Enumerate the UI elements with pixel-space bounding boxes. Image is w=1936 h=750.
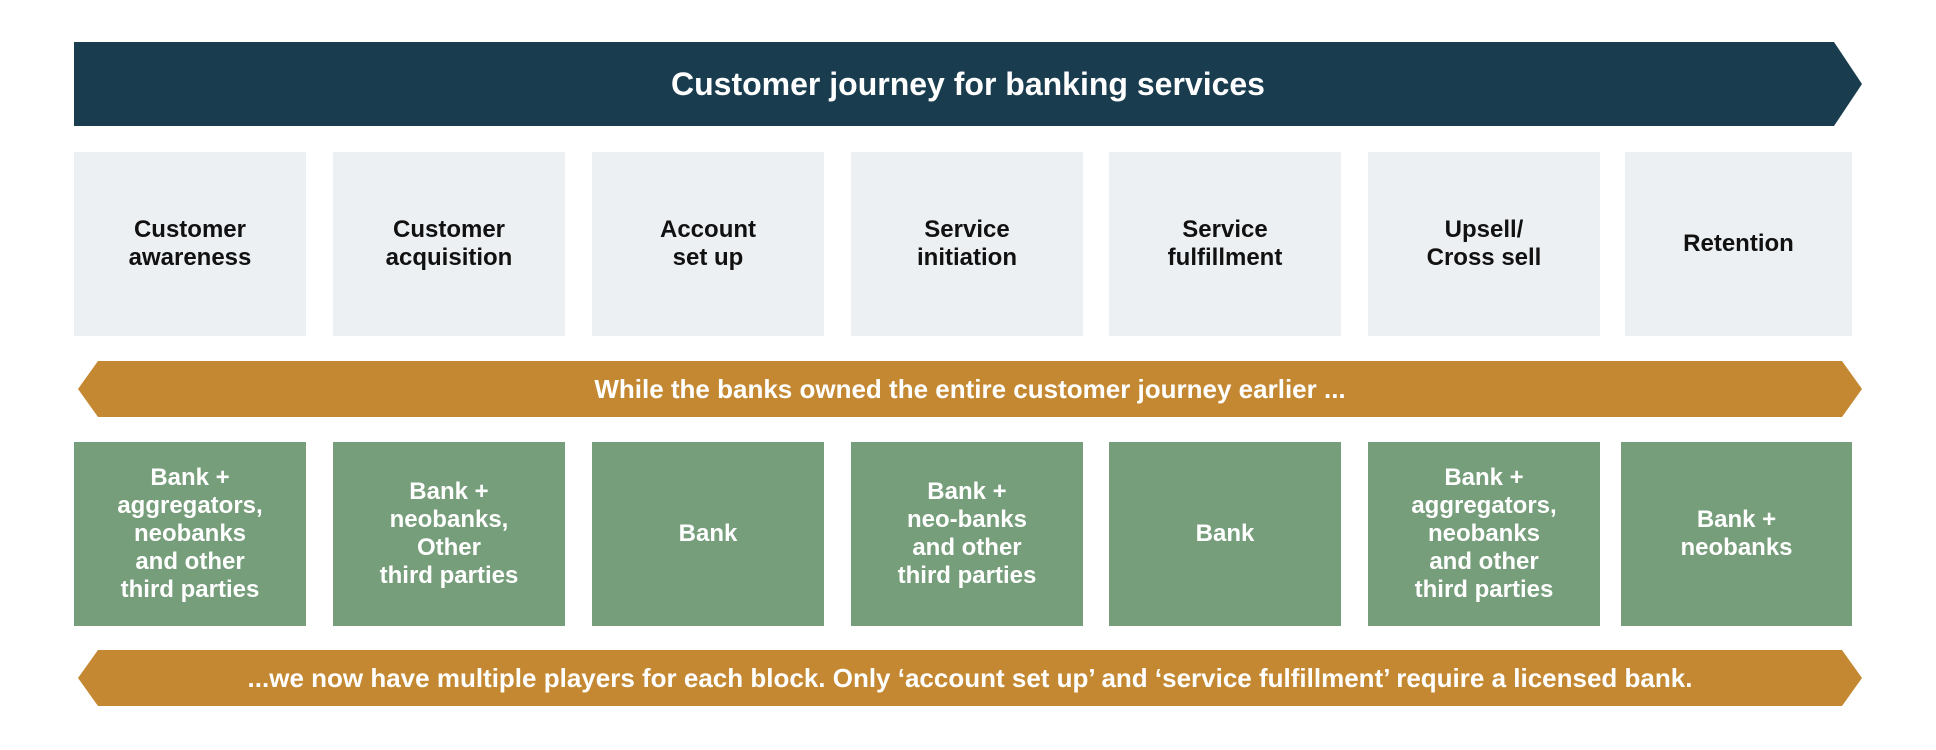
- stage-service-fulfillment: Service fulfillment: [1109, 152, 1341, 336]
- earlier-ribbon-text: While the banks owned the entire custome…: [594, 373, 1346, 404]
- players-customer-acquisition: Bank + neobanks, Other third parties: [333, 442, 565, 626]
- stage-service-initiation: Service initiation: [851, 152, 1083, 336]
- journey-title: Customer journey for banking services: [671, 65, 1265, 102]
- players-service-initiation: Bank + neo-banks and other third parties: [851, 442, 1083, 626]
- stage-customer-acquisition: Customer acquisition: [333, 152, 565, 336]
- players-upsell-cross-sell: Bank + aggregators, neobanks and other t…: [1368, 442, 1600, 626]
- players-retention: Bank + neobanks: [1621, 442, 1852, 626]
- players-customer-awareness: Bank + aggregators, neobanks and other t…: [74, 442, 306, 626]
- stage-retention: Retention: [1625, 152, 1852, 336]
- stage-upsell-cross-sell: Upsell/ Cross sell: [1368, 152, 1600, 336]
- stage-customer-awareness: Customer awareness: [74, 152, 306, 336]
- players-row: Bank + aggregators, neobanks and other t…: [74, 442, 1852, 626]
- earlier-ribbon: While the banks owned the entire custome…: [78, 361, 1862, 417]
- players-service-fulfillment: Bank: [1109, 442, 1341, 626]
- now-ribbon-text: ...we now have multiple players for each…: [247, 662, 1693, 693]
- journey-stages-row: Customer awareness Customer acquisition …: [74, 152, 1852, 336]
- journey-title-banner: Customer journey for banking services: [74, 42, 1862, 126]
- now-ribbon: ...we now have multiple players for each…: [78, 650, 1862, 706]
- stage-account-set-up: Account set up: [592, 152, 824, 336]
- players-account-set-up: Bank: [592, 442, 824, 626]
